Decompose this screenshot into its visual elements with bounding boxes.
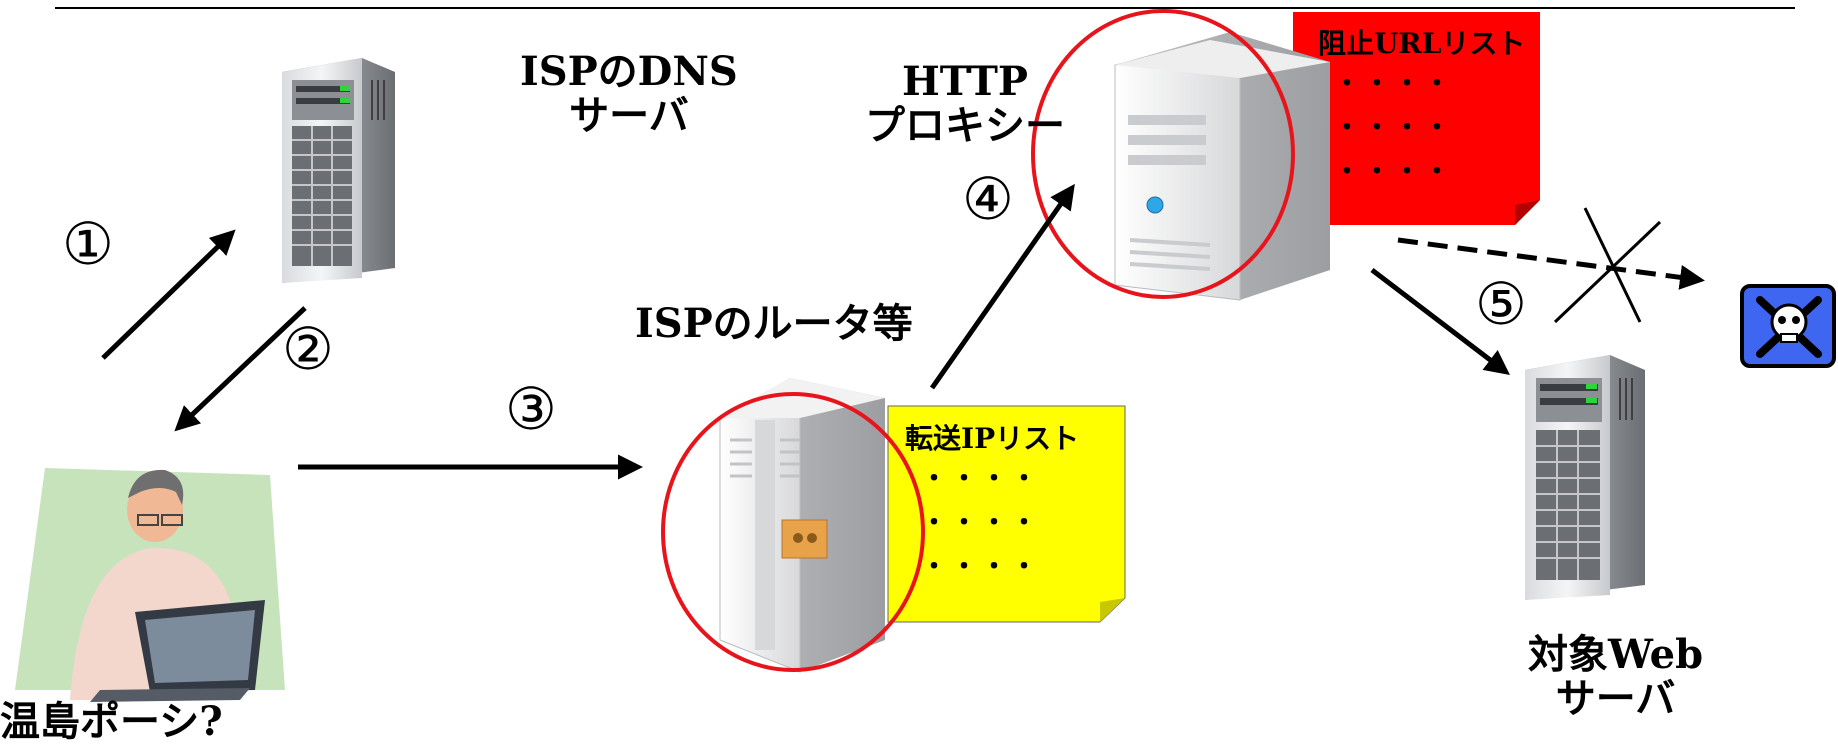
isp-router-label: ISPのルータ等 — [635, 300, 913, 347]
arrow-step-4 — [929, 183, 1075, 390]
proxy-server-icon — [1114, 32, 1330, 301]
arrow-blocked-path — [1397, 237, 1705, 290]
proxy-highlight-circle — [1031, 9, 1295, 299]
flow-arrows — [101, 183, 1705, 480]
blocked-url-row: ・・・・ — [1334, 113, 1455, 143]
blocked-url-row: ・・・・ — [1334, 69, 1455, 99]
forward-ip-list: 転送IPリスト ・・・・ ・・・・ ・・・・ — [905, 417, 1079, 589]
dns-server-icon — [282, 58, 395, 283]
skull-crossbones-icon — [1740, 284, 1836, 368]
forward-ip-note-bg — [887, 405, 1126, 623]
router-icon — [719, 378, 885, 673]
forward-ip-row: ・・・・ — [921, 552, 1042, 582]
forward-ip-row: ・・・・ — [921, 464, 1042, 494]
blocked-url-note-bg — [1293, 12, 1540, 225]
blocked-url-list-title: 阻止URLリスト — [1318, 27, 1526, 60]
blocked-url-list: 阻止URLリスト ・・・・ ・・・・ ・・・・ — [1318, 22, 1525, 194]
arrow-step-2 — [174, 306, 307, 432]
step-4-label: ④ — [962, 165, 1014, 233]
user-at-laptop-icon — [15, 468, 285, 702]
router-highlight-circle — [661, 392, 925, 672]
blocked-cross — [1553, 207, 1662, 324]
blocked-url-row: ・・・・ — [1334, 157, 1455, 187]
forward-ip-list-title: 転送IPリスト — [905, 422, 1080, 455]
step-2-label: ② — [282, 315, 334, 383]
arrow-step-5 — [1370, 268, 1510, 376]
step-1-label: ① — [62, 210, 114, 278]
step-3-label: ③ — [505, 375, 557, 443]
user-label: 温島ポーシ? — [0, 698, 223, 745]
step-5-label: ⑤ — [1475, 270, 1527, 338]
web-server-icon — [1525, 355, 1645, 600]
arrow-step-1 — [101, 229, 236, 360]
forward-ip-row: ・・・・ — [921, 508, 1042, 538]
